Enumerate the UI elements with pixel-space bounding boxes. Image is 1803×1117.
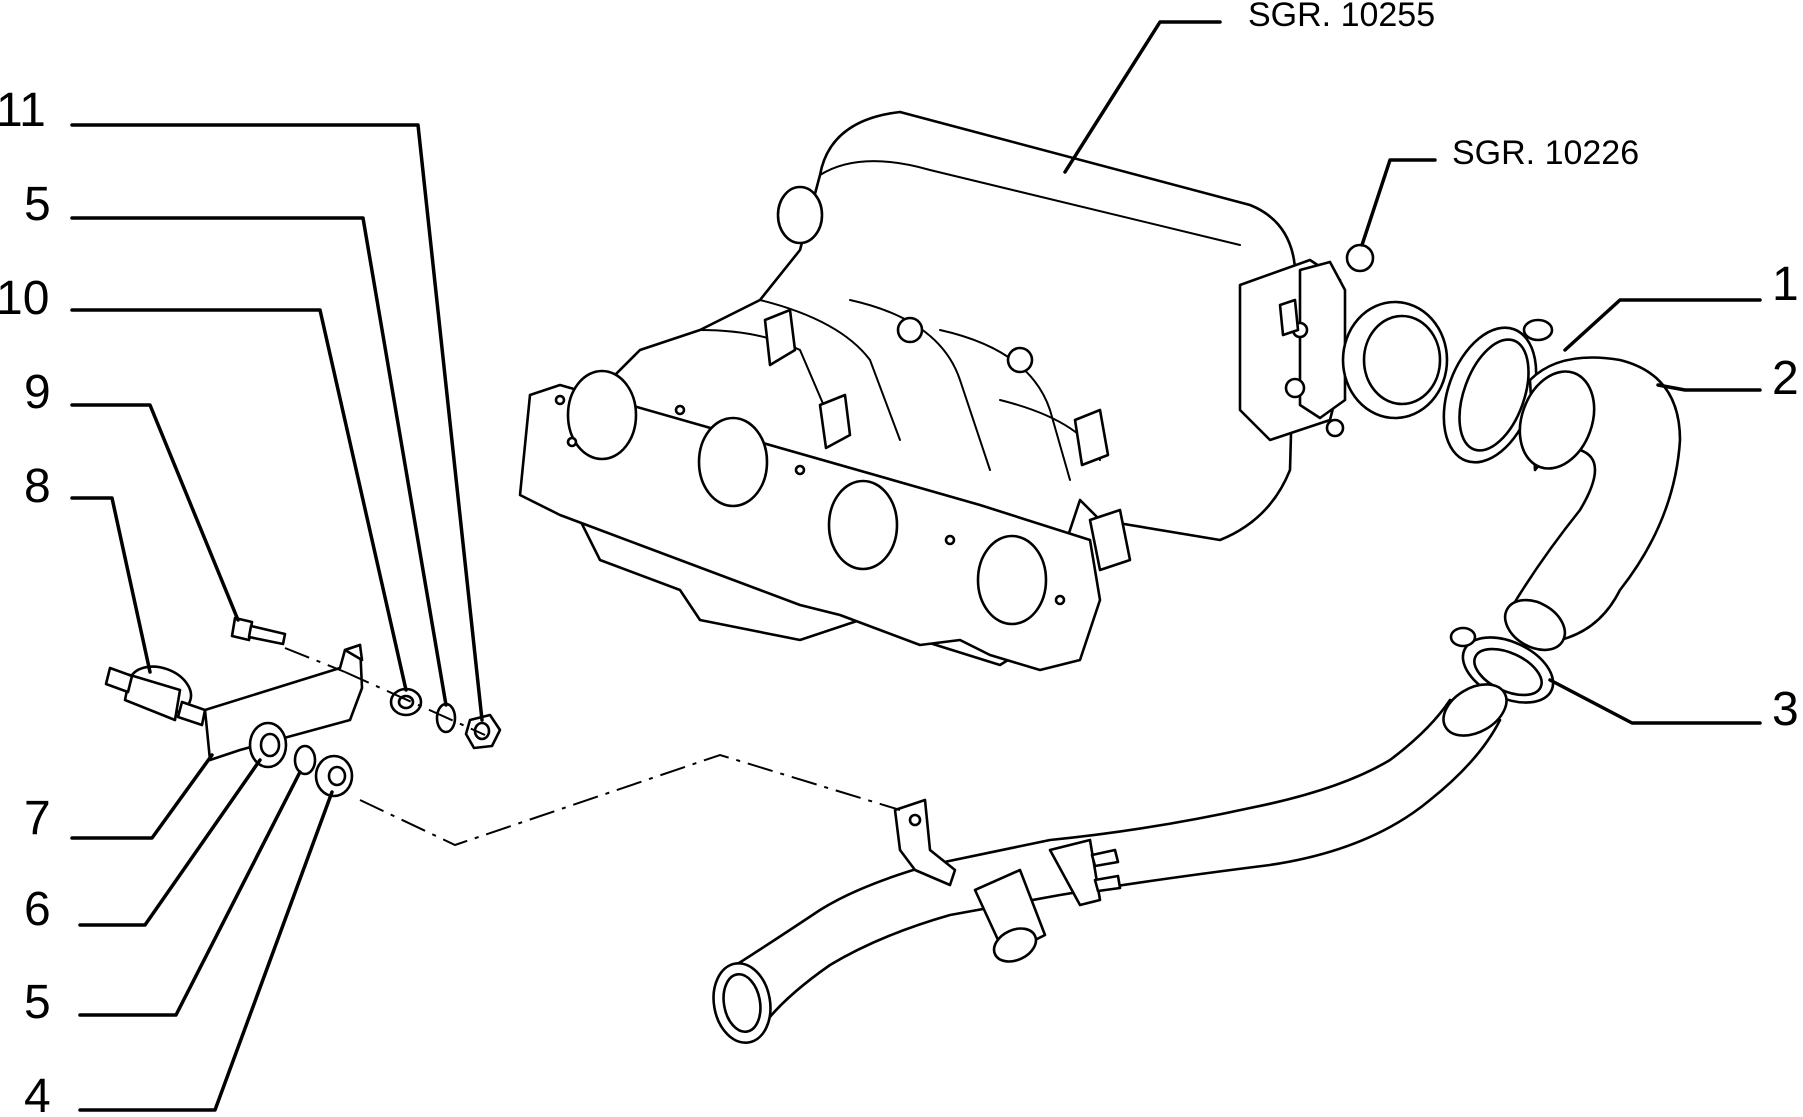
hose-clamp-upper [1442,318,1554,464]
intake-manifold [518,110,1297,672]
coolant-pipe [712,683,1508,1044]
callout-6: 6 [24,883,51,936]
hose-elbow [1503,356,1682,652]
assembly-lines [284,647,901,847]
bracket-part-7 [203,643,364,762]
grommet-part-10 [389,687,423,717]
callout-4: 4 [24,1070,51,1117]
callout-11: 11 [0,84,46,137]
washer-part-5b [293,744,317,776]
callout-3: 3 [1772,683,1799,736]
screw-part-9 [230,616,287,646]
callout-8: 8 [24,460,51,513]
sensor-part-8 [104,665,207,727]
reference-manifold: SGR. 10255 [1248,0,1435,34]
callout-1: 1 [1772,258,1799,311]
leader-lines [70,20,1762,1112]
nut-part-4 [314,754,354,798]
callout-9: 9 [24,366,51,419]
callout-7: 7 [24,792,51,845]
reference-throttle-body: SGR. 10226 [1452,134,1639,172]
throttle-body [1238,243,1449,442]
callout-5-lower: 5 [24,976,51,1029]
callout-5-upper: 5 [24,178,51,231]
callout-2: 2 [1772,352,1799,405]
callout-10: 10 [0,272,49,325]
grommet-part-6 [248,721,288,769]
